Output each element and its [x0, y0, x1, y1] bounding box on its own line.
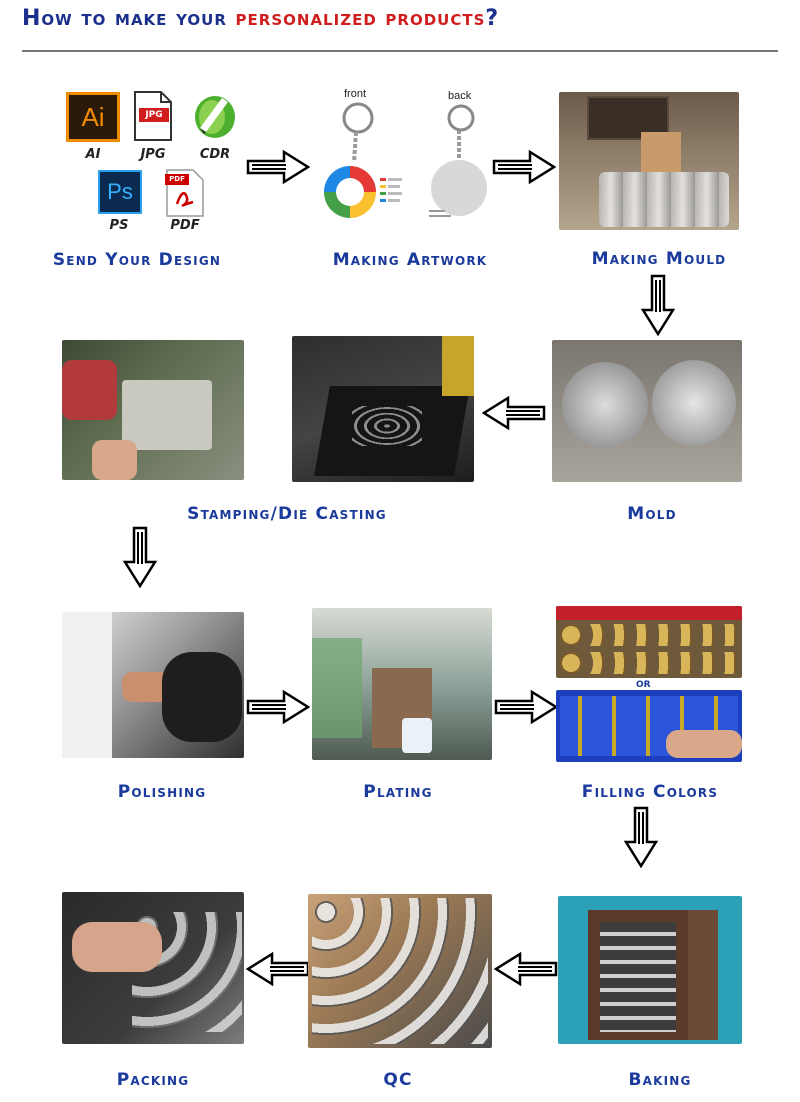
back-label: back — [448, 90, 472, 102]
arrow-right-icon — [492, 150, 556, 184]
qc-photo — [308, 894, 492, 1048]
arrow-down-icon — [624, 806, 658, 868]
filling-colors-photo-top — [556, 606, 742, 678]
step-label-packing: Packing — [116, 1070, 190, 1090]
step-label-filling-colors: Filling Colors — [581, 782, 719, 802]
step-label-mold: Mold — [627, 504, 677, 524]
title-divider — [22, 50, 778, 52]
plating-photo — [312, 608, 492, 760]
step-label-making-artwork: Making Artwork — [332, 250, 488, 270]
arrow-down-icon — [123, 526, 157, 588]
step-label-stamping: Stamping/Die Casting — [187, 504, 387, 524]
arrow-left-icon — [482, 396, 546, 430]
title-part-1: How to make your — [22, 6, 236, 31]
pdf-glyph: PDF — [165, 174, 189, 185]
cdr-label: CDR — [199, 147, 231, 162]
ps-glyph: Ps — [107, 179, 133, 204]
arrow-left-icon — [494, 952, 558, 986]
coreldraw-icon — [192, 90, 238, 140]
jpg-glyph: JPG — [139, 108, 169, 122]
baking-photo — [558, 896, 742, 1044]
polishing-photo — [62, 612, 244, 758]
step-label-making-mould: Making Mould — [591, 249, 727, 269]
step-label-baking: Baking — [628, 1070, 692, 1090]
keychain-front-image — [318, 100, 408, 222]
packing-photo — [62, 892, 244, 1044]
step-label-qc: QC — [383, 1070, 413, 1090]
adobe-photoshop-icon: Ps — [98, 170, 142, 214]
pdf-label: PDF — [170, 218, 200, 233]
title-part-2: personalized products — [235, 6, 486, 31]
jpg-label: JPG — [140, 147, 166, 162]
step-label-plating: Plating — [363, 782, 433, 802]
arrow-right-icon — [246, 150, 310, 184]
adobe-illustrator-icon: Ai — [66, 92, 120, 142]
or-divider-label: OR — [636, 680, 651, 690]
step-label-send-design: Send Your Design — [52, 250, 222, 270]
arrow-down-icon — [641, 274, 675, 336]
front-label: front — [344, 88, 367, 100]
mold-photo — [552, 340, 742, 482]
die-casting-photo — [292, 336, 474, 482]
arrow-right-icon — [246, 690, 310, 724]
arrow-right-icon — [494, 690, 558, 724]
pdf-file-icon: PDF — [163, 168, 205, 218]
making-mould-photo — [559, 92, 739, 230]
step-label-polishing: Polishing — [117, 782, 207, 802]
ai-glyph: Ai — [81, 102, 105, 132]
ps-label: PS — [109, 218, 129, 233]
title-part-3: ? — [485, 6, 500, 31]
stamping-photo — [62, 340, 244, 480]
ai-label: AI — [85, 147, 101, 162]
jpg-file-icon: JPG — [133, 90, 173, 142]
keychain-back-image — [425, 100, 495, 222]
page-title: How to make your personalized products? — [22, 6, 499, 31]
filling-colors-photo-bottom — [556, 690, 742, 762]
arrow-left-icon — [246, 952, 310, 986]
